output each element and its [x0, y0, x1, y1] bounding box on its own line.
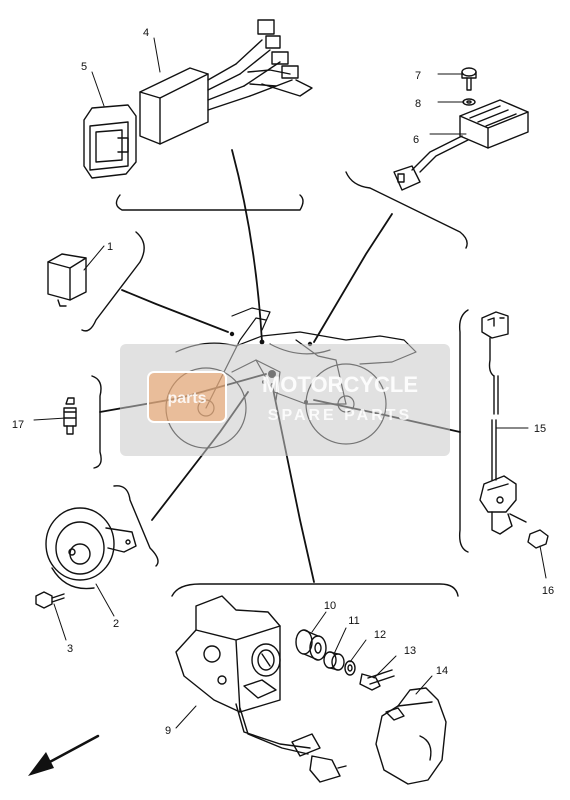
group-bracket-bottom [171, 583, 459, 597]
callout-2: 2 [113, 618, 119, 630]
callout-15: 15 [534, 423, 546, 435]
part-15-sensor [479, 311, 527, 535]
part-16-bolt [527, 529, 549, 549]
callout-1: 1 [107, 241, 113, 253]
front-direction-arrow-icon [44, 734, 100, 766]
part-4-cdi-unit [139, 19, 313, 145]
watermark: parts MOTORCYCLE SPARE PARTS [120, 344, 450, 456]
callout-16: 16 [542, 585, 554, 597]
part-14-cover [375, 687, 447, 785]
group-bracket-1 [81, 231, 145, 332]
group-bracket-2 [113, 485, 159, 567]
callout-4: 4 [143, 27, 149, 39]
part-3-bolt [35, 591, 65, 609]
callout-8: 8 [415, 98, 421, 110]
part-11-collar [323, 651, 345, 671]
watermark-logo-icon: parts [147, 371, 227, 423]
watermark-line-1: MOTORCYCLE [262, 372, 418, 397]
part-5-relay-box [83, 104, 137, 179]
callout-3: 3 [67, 643, 73, 655]
callout-17: 17 [12, 419, 24, 431]
callout-14: 14 [436, 665, 448, 677]
part-6-regulator [393, 99, 529, 191]
part-1-relay [47, 253, 87, 307]
part-13-bolt [359, 669, 395, 691]
watermark-line-2: SPARE PARTS [268, 407, 412, 424]
callout-6: 6 [413, 134, 419, 146]
part-12-washer [344, 660, 356, 676]
part-7-bolt [461, 67, 477, 91]
callout-labels: 1 2 3 4 5 6 7 8 9 10 11 12 13 14 15 16 1… [12, 27, 554, 737]
callout-10: 10 [324, 600, 336, 612]
callout-7: 7 [415, 70, 421, 82]
callout-11: 11 [348, 615, 359, 627]
part-17-switch [63, 397, 77, 435]
part-9-ignition-switch [175, 595, 347, 783]
group-bracket-15 [458, 309, 469, 553]
part-10-grommet [295, 629, 327, 661]
callout-12: 12 [374, 629, 386, 641]
watermark-logo-text: parts [167, 390, 206, 407]
callout-9: 9 [165, 725, 171, 737]
callout-leaders [33, 37, 547, 729]
group-bracket-17 [91, 375, 102, 469]
part-2-horn [45, 507, 137, 590]
callout-13: 13 [404, 645, 416, 657]
group-bracket-top-right [345, 171, 468, 249]
part-8-washer [462, 98, 476, 106]
callout-5: 5 [81, 61, 87, 73]
group-bracket-top-left [115, 194, 304, 211]
